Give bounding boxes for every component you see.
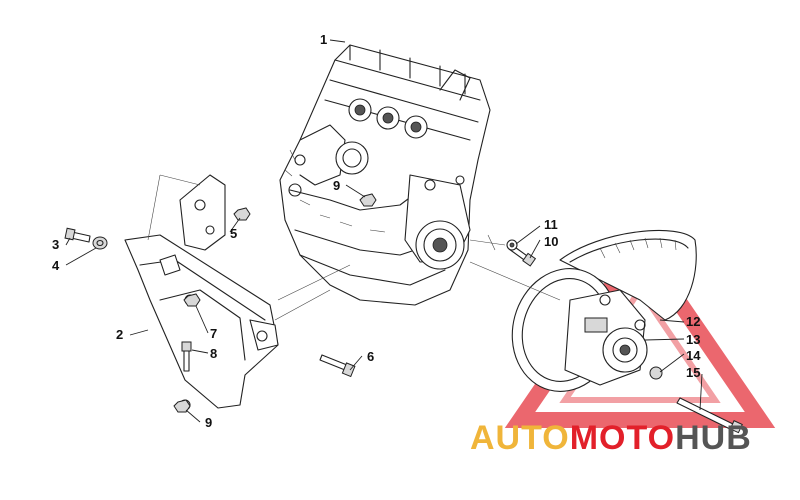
callout-1: 1 bbox=[320, 32, 327, 47]
callout-3: 3 bbox=[52, 237, 59, 252]
bolt-6 bbox=[319, 354, 356, 378]
clutch-bolt-15 bbox=[676, 397, 743, 434]
callout-6: 6 bbox=[367, 349, 374, 364]
mount-leader-lines bbox=[147, 174, 201, 241]
nut-9-upper bbox=[359, 193, 377, 207]
callout-12: 12 bbox=[686, 314, 700, 329]
watermark-hub: HUB bbox=[675, 419, 752, 457]
callout-10: 10 bbox=[544, 234, 558, 249]
bolt-10 bbox=[508, 244, 537, 267]
engine-assembly bbox=[279, 44, 491, 306]
callout-5: 5 bbox=[230, 226, 237, 241]
callout-2: 2 bbox=[116, 327, 123, 342]
callout-9-upper: 9 bbox=[333, 178, 340, 193]
drive-clutch-and-belt bbox=[511, 229, 697, 392]
watermark-logo-text: AUTOMOTOHUB bbox=[470, 418, 752, 458]
shaft-line-10 bbox=[469, 239, 506, 246]
clip-line bbox=[487, 234, 496, 251]
callout-15: 15 bbox=[686, 365, 700, 380]
nut-5 bbox=[233, 207, 251, 221]
callout-11: 11 bbox=[544, 217, 558, 232]
washer-11 bbox=[506, 239, 518, 251]
bolt-8 bbox=[181, 341, 192, 372]
callout-8: 8 bbox=[210, 346, 217, 361]
callout-13: 13 bbox=[686, 332, 700, 347]
leader-lines bbox=[65, 39, 703, 423]
washer-14 bbox=[649, 366, 663, 380]
watermark-auto: AUTO bbox=[470, 419, 570, 457]
nut-9-lower bbox=[173, 399, 191, 413]
callout-14: 14 bbox=[686, 348, 701, 363]
callout-4: 4 bbox=[52, 258, 60, 273]
upper-mount-plate bbox=[179, 174, 226, 251]
mount-align-lines bbox=[274, 264, 351, 321]
clutch-axis-line bbox=[469, 261, 561, 301]
callout-7: 7 bbox=[210, 326, 217, 341]
bushing-4 bbox=[92, 236, 108, 250]
callout-9-lower: 9 bbox=[205, 415, 212, 430]
watermark-moto: MOTO bbox=[569, 419, 676, 457]
bolt-3 bbox=[64, 227, 91, 243]
mounting-bracket bbox=[124, 234, 279, 411]
